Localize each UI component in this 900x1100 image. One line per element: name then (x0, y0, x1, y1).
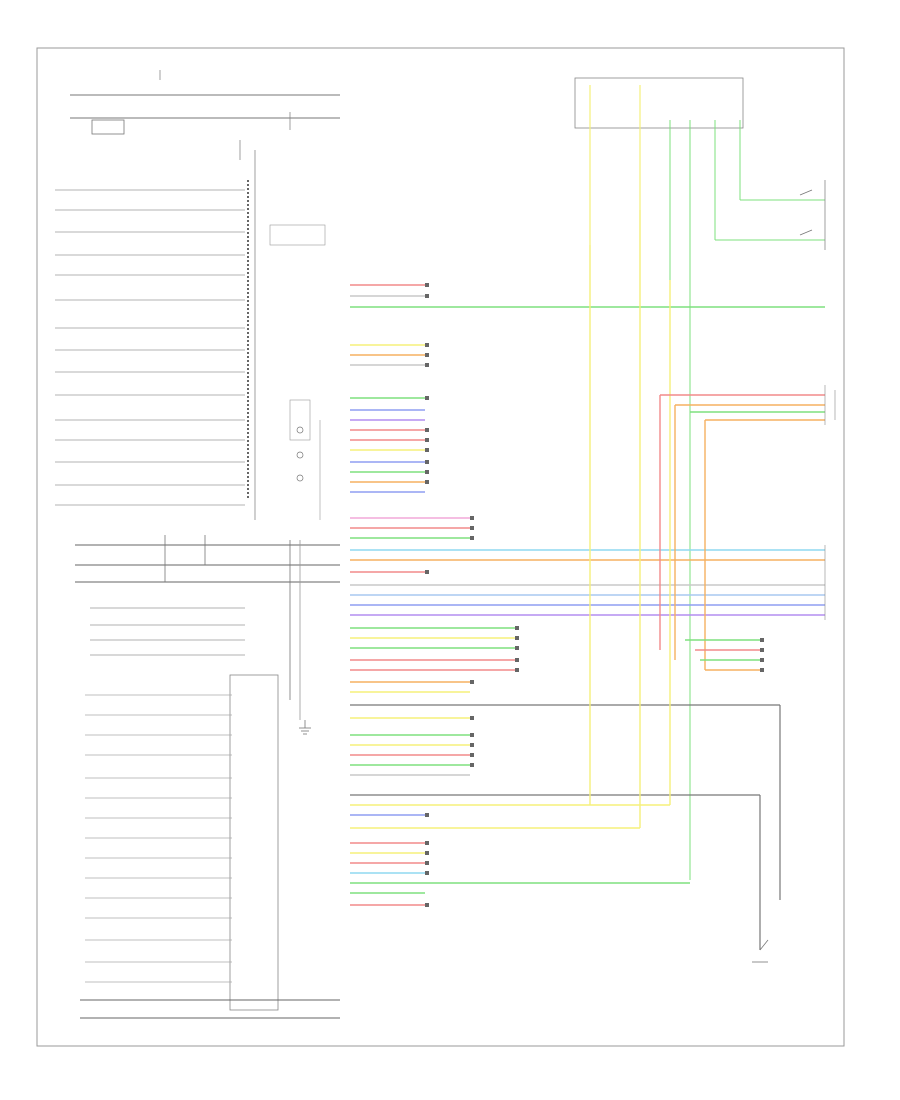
bulb-icon (296, 451, 304, 459)
bulb-icon (296, 474, 304, 482)
ground-icon (299, 720, 311, 735)
signal-harness (350, 210, 825, 950)
right-terminal-group (824, 385, 836, 620)
ground-icon (752, 939, 769, 963)
diagram-frame (36, 47, 845, 1047)
module-box (91, 119, 125, 135)
instrument-cluster-section (55, 70, 340, 1019)
switch-icon (799, 189, 813, 236)
connector-icon (425, 283, 764, 907)
top-switch-section (574, 77, 826, 880)
bulb-icon (296, 426, 304, 434)
